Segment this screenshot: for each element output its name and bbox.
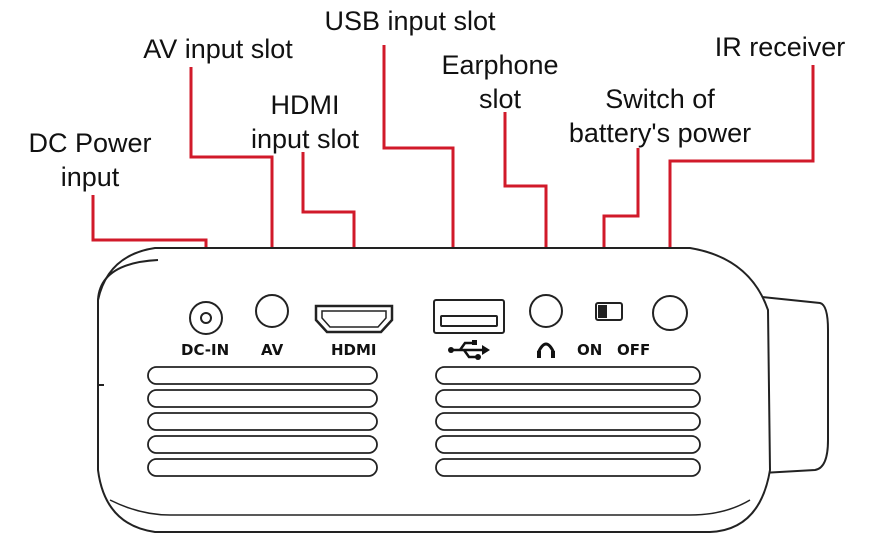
leader-av: [189, 67, 274, 293]
speaker-grille-right: [435, 366, 701, 477]
speaker-grille-left: [147, 366, 378, 477]
leader-lines: [91, 45, 815, 305]
callout-earphone: Earphone slot: [441, 50, 559, 114]
grille-slot: [147, 412, 378, 431]
grille-slot: [435, 412, 701, 431]
callout-usb: USB input slot: [324, 6, 496, 36]
battery-switch-knob: [598, 305, 607, 318]
grille-slot: [147, 366, 378, 385]
callout-av: AV input slot: [143, 34, 293, 64]
grille-slot: [147, 435, 378, 454]
label-av: AV: [261, 341, 284, 359]
usb-port-tongue: [440, 315, 498, 327]
callout-hdmi: HDMI input slot: [250, 90, 360, 154]
grille-slot: [435, 458, 701, 477]
leader-usb: [382, 45, 455, 300]
leader-earphone: [503, 112, 548, 293]
panel-top-line: [97, 259, 159, 301]
headphone-icon: [537, 342, 555, 358]
callout-ir: IR receiver: [714, 32, 846, 62]
grille-slot: [435, 366, 701, 385]
lens-housing: [761, 296, 829, 474]
label-dc-in: DC-IN: [181, 341, 230, 359]
label-off: OFF: [617, 341, 651, 359]
usb-icon: [448, 340, 490, 360]
hdmi-port-inner: [321, 310, 387, 328]
ir-receiver: [652, 295, 688, 331]
ports: [189, 294, 688, 335]
dc-in-port-inner: [200, 312, 212, 324]
earphone-port: [529, 294, 563, 328]
leader-ir: [668, 65, 815, 293]
bottom-edge-line: [109, 499, 751, 516]
label-on: ON: [577, 341, 603, 359]
callout-switch: Switch of battery's power: [568, 84, 752, 148]
callout-dc-power: DC Power input: [28, 128, 152, 192]
av-port: [255, 294, 289, 328]
grille-slot: [147, 389, 378, 408]
label-hdmi: HDMI: [331, 341, 377, 359]
grille-slot: [147, 458, 378, 477]
grille-slot: [435, 389, 701, 408]
grille-slot: [435, 435, 701, 454]
